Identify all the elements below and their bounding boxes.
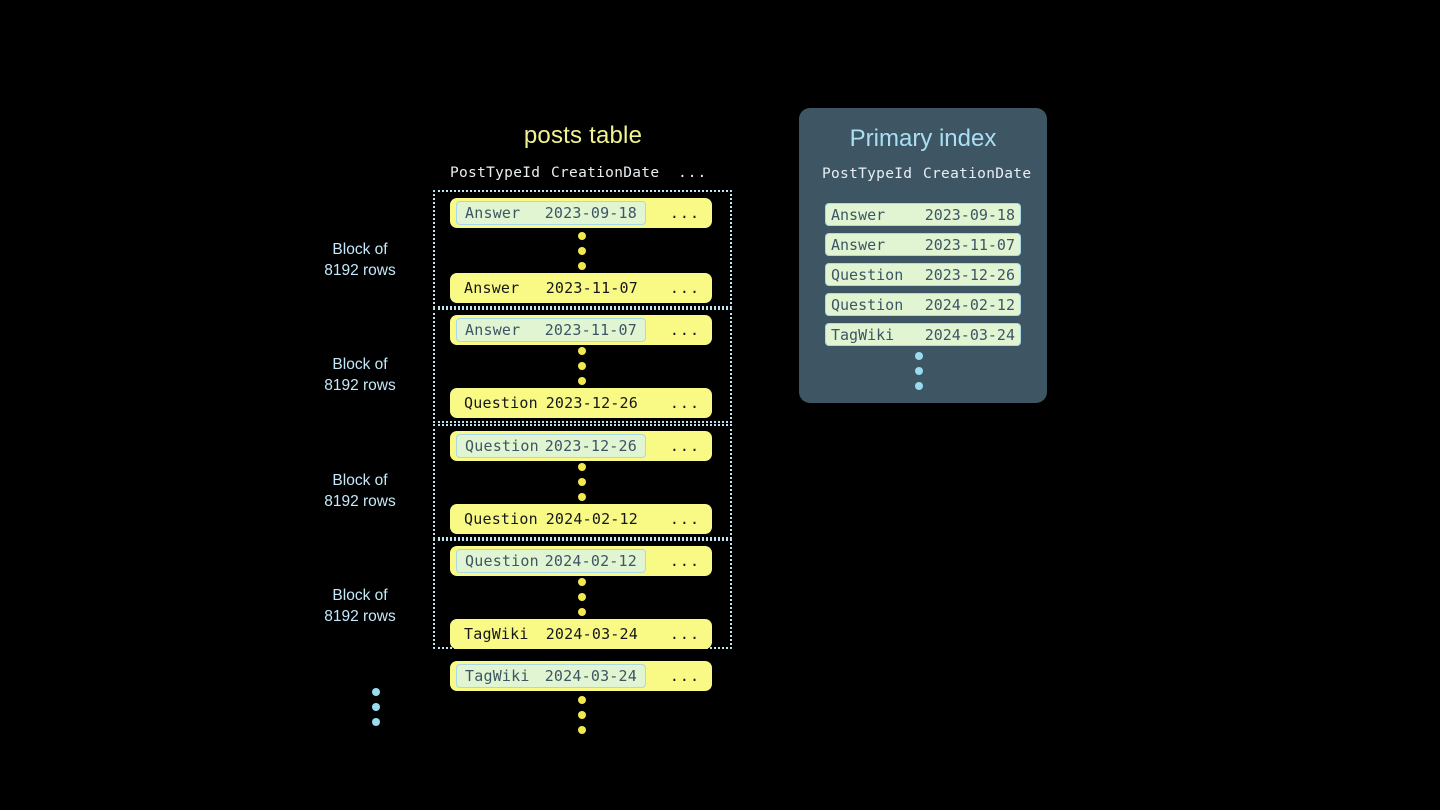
column-header-ellipsis: ...	[678, 165, 708, 181]
primary-index-title: Primary index	[849, 125, 997, 152]
table-row[interactable]: Question 2023-12-26 ...	[450, 388, 712, 418]
row-key-group: Question 2024-02-12	[456, 549, 646, 573]
index-cell-posttypeid: Question	[831, 295, 904, 314]
cell-creationdate: 2023-12-26	[545, 394, 638, 412]
index-row[interactable]: Answer 2023-09-18	[825, 203, 1021, 226]
table-row[interactable]: Answer 2023-11-07 ...	[450, 315, 712, 345]
row-key-group: TagWiki 2024-03-24	[456, 622, 646, 646]
row-key-group: Answer 2023-11-07	[456, 276, 646, 300]
table-row[interactable]: Question 2023-12-26 ...	[450, 431, 712, 461]
row-key-group: Question 2023-12-26	[456, 391, 646, 415]
index-column-header-creationdate: CreationDate	[923, 166, 1032, 182]
column-header-creationdate: CreationDate	[551, 165, 660, 181]
cell-creationdate: 2024-02-12	[545, 510, 638, 528]
cell-posttypeid: Answer	[465, 204, 521, 222]
cell-posttypeid: Question	[465, 437, 539, 455]
row-ellipsis-dots	[578, 578, 586, 616]
cell-ellipsis: ...	[669, 321, 700, 339]
row-key-group: TagWiki 2024-03-24	[456, 664, 646, 688]
table-row[interactable]: Answer 2023-11-07 ...	[450, 273, 712, 303]
cell-creationdate: 2023-11-07	[544, 321, 637, 339]
block-label-1: Block of 8192 rows	[324, 241, 396, 279]
table-continues-dots	[578, 696, 586, 734]
index-cell-creationdate: 2023-09-18	[924, 205, 1015, 224]
index-column-header-posttypeid: PostTypeId	[822, 166, 913, 182]
index-cell-posttypeid: Answer	[831, 205, 886, 224]
cell-ellipsis: ...	[669, 437, 700, 455]
cell-ellipsis: ...	[669, 552, 700, 570]
index-cell-posttypeid: Question	[831, 265, 904, 284]
index-cell-creationdate: 2024-02-12	[924, 295, 1015, 314]
table-row[interactable]: Question 2024-02-12 ...	[450, 546, 712, 576]
row-ellipsis-dots	[578, 463, 586, 501]
index-row[interactable]: TagWiki 2024-03-24	[825, 323, 1021, 346]
cell-posttypeid: Question	[464, 394, 538, 412]
cell-posttypeid: Question	[465, 552, 539, 570]
cell-posttypeid: Answer	[465, 321, 521, 339]
row-ellipsis-dots	[578, 347, 586, 385]
table-row[interactable]: Answer 2023-09-18 ...	[450, 198, 712, 228]
table-row[interactable]: Question 2024-02-12 ...	[450, 504, 712, 534]
row-key-group: Answer 2023-09-18	[456, 201, 646, 225]
cell-ellipsis: ...	[669, 625, 700, 643]
cell-creationdate: 2023-11-07	[545, 279, 638, 297]
cell-creationdate: 2024-03-24	[545, 625, 638, 643]
index-cell-posttypeid: Answer	[831, 235, 886, 254]
row-key-group: Question 2023-12-26	[456, 434, 646, 458]
row-ellipsis-dots	[578, 232, 586, 270]
block-frame-3	[433, 424, 732, 539]
row-key-group: Question 2024-02-12	[456, 507, 646, 531]
index-row[interactable]: Answer 2023-11-07	[825, 233, 1021, 256]
index-row[interactable]: Question 2024-02-12	[825, 293, 1021, 316]
table-row[interactable]: TagWiki 2024-03-24 ...	[450, 661, 712, 691]
cell-creationdate: 2024-03-24	[544, 667, 637, 685]
cell-ellipsis: ...	[669, 279, 700, 297]
table-row[interactable]: TagWiki 2024-03-24 ...	[450, 619, 712, 649]
cell-creationdate: 2023-09-18	[544, 204, 637, 222]
index-continues-dots	[915, 352, 923, 390]
cell-ellipsis: ...	[669, 204, 700, 222]
cell-posttypeid: Answer	[464, 279, 520, 297]
cell-ellipsis: ...	[669, 667, 700, 685]
index-cell-creationdate: 2023-11-07	[924, 235, 1015, 254]
cell-posttypeid: Question	[464, 510, 538, 528]
block-frame-1	[433, 190, 732, 308]
index-cell-creationdate: 2024-03-24	[924, 325, 1015, 344]
cell-creationdate: 2024-02-12	[544, 552, 637, 570]
block-label-4: Block of 8192 rows	[324, 587, 396, 625]
block-label-3: Block of 8192 rows	[324, 472, 396, 510]
index-row[interactable]: Question 2023-12-26	[825, 263, 1021, 286]
cell-ellipsis: ...	[669, 394, 700, 412]
row-key-group: Answer 2023-11-07	[456, 318, 646, 342]
block-frame-2	[433, 308, 732, 423]
blocks-continue-dots	[372, 688, 380, 726]
cell-creationdate: 2023-12-26	[544, 437, 637, 455]
index-cell-creationdate: 2023-12-26	[924, 265, 1015, 284]
cell-ellipsis: ...	[669, 510, 700, 528]
block-label-2: Block of 8192 rows	[324, 356, 396, 394]
index-cell-posttypeid: TagWiki	[831, 325, 895, 344]
posts-table-title: posts table	[523, 122, 643, 149]
column-header-posttypeid: PostTypeId	[450, 165, 541, 181]
cell-posttypeid: TagWiki	[464, 625, 529, 643]
cell-posttypeid: TagWiki	[465, 667, 530, 685]
